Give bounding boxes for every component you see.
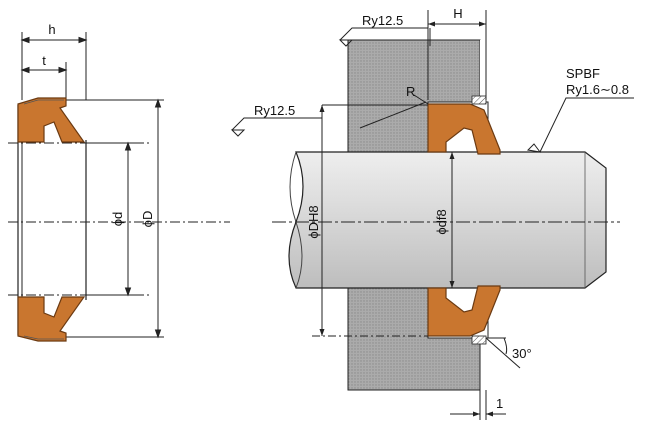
housing-lower [347,287,489,391]
label-roughness-range: Ry1.6∼0.8 [566,82,629,97]
label-phi-D: ϕD [140,211,155,228]
label-spbf: SPBF [566,66,600,81]
seal-profile-bottom [17,296,86,342]
label-phi-df8: ϕdf8 [434,209,449,234]
assembly-dimensions [230,10,634,420]
installed-seal-bottom [427,285,501,345]
label-one: 1 [496,396,503,411]
label-radius-R: R [406,84,415,99]
label-H: H [453,6,462,21]
label-h: h [48,22,55,37]
label-roughness-left: Ry12.5 [254,103,295,118]
seal-section-view [8,32,230,339]
label-angle: 30° [512,346,532,361]
label-t: t [42,53,46,68]
seal-profile-top [17,97,86,143]
label-phi-DH8: ϕDH8 [306,205,321,238]
housing-upper [347,39,489,153]
label-phi-d: ϕd [110,212,125,227]
label-roughness-top: Ry12.5 [362,13,403,28]
